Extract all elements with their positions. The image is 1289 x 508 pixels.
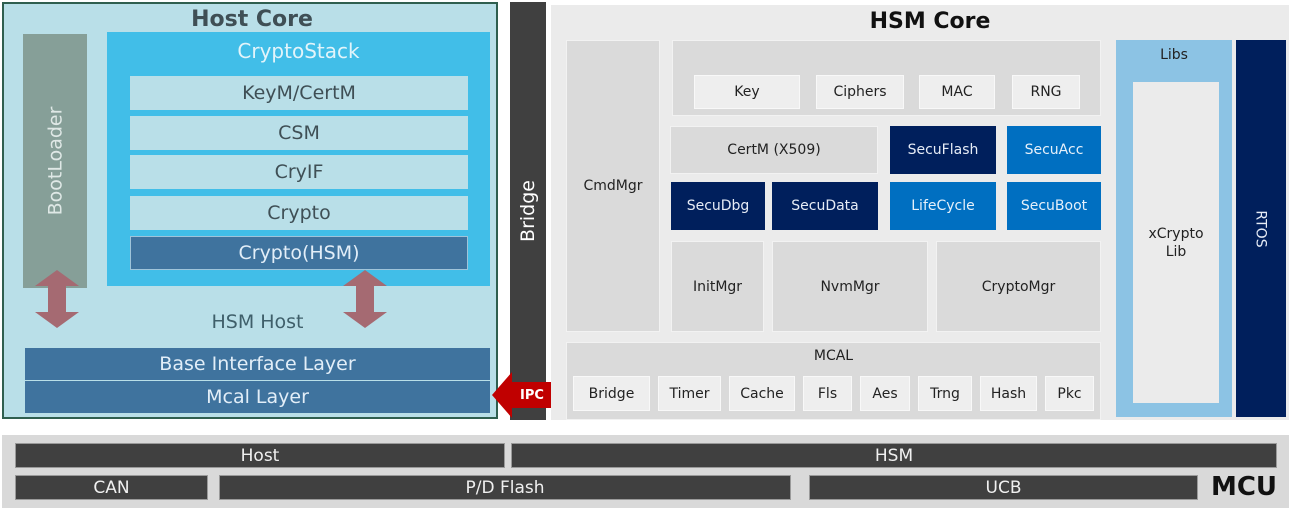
cmdmgr-block: CmdMgr (566, 40, 660, 332)
mcal-driver-timer: Timer (658, 376, 721, 411)
layer-crypto-hsm: Crypto(HSM) (130, 236, 468, 270)
mcal-driver-hash: Hash (980, 376, 1037, 411)
nvmmgr-block: NvmMgr (772, 241, 928, 332)
certm-block: CertM (X509) (670, 126, 878, 174)
mcu-ucb-bar: UCB (809, 475, 1198, 500)
secudata-block: SecuData (772, 182, 878, 230)
service-rng: RNG (1012, 75, 1080, 109)
rtos-block: RTOS (1236, 40, 1286, 417)
mcal-layer: Mcal Layer (25, 381, 490, 413)
lifecycle-block: LifeCycle (890, 182, 996, 230)
mcal-title: MCAL (813, 348, 854, 364)
xcrypto-lib-block: xCrypto Lib (1133, 82, 1219, 403)
secuacc-block: SecuAcc (1007, 126, 1101, 174)
base-interface-layer: Base Interface Layer (25, 348, 490, 380)
hsm-host-block: HSM Host (25, 302, 490, 342)
bootloader-label: BootLoader (44, 106, 67, 216)
initmgr-block: InitMgr (671, 241, 764, 332)
mcal-driver-pkc: Pkc (1045, 376, 1094, 411)
layer-keym-certm: KeyM/CertM (130, 76, 468, 110)
mcal-driver-bridge: Bridge (573, 376, 650, 411)
hsm-core-title: HSM Core (869, 8, 991, 34)
mcu-can-bar: CAN (15, 475, 208, 500)
mcu-pd-flash-bar: P/D Flash (219, 475, 791, 500)
secuflash-block: SecuFlash (890, 126, 996, 174)
bootloader-block: BootLoader (23, 34, 87, 288)
bridge-bar: Bridge (510, 2, 546, 420)
host-core-title: Host Core (191, 6, 313, 32)
ipc-label: IPC (520, 387, 544, 403)
layer-csm: CSM (130, 116, 468, 150)
bootloader-double-arrow-icon (35, 270, 79, 328)
cryptostack-title: CryptoStack (237, 39, 360, 63)
secuboot-block: SecuBoot (1007, 182, 1101, 230)
libs-title: Libs (1160, 47, 1188, 63)
layer-cryif: CryIF (130, 155, 468, 189)
mcal-driver-cache: Cache (729, 376, 795, 411)
bridge-label: Bridge (517, 180, 539, 242)
mcal-driver-aes: Aes (860, 376, 910, 411)
mcal-driver-trng: Trng (918, 376, 972, 411)
cryptostack-double-arrow-icon (343, 270, 387, 328)
cryptomgr-block: CryptoMgr (936, 241, 1101, 332)
secudbg-block: SecuDbg (671, 182, 765, 230)
mcu-hsm-bar: HSM (511, 443, 1277, 468)
mcal-driver-fls: Fls (803, 376, 852, 411)
mcu-host-bar: Host (15, 443, 505, 468)
rtos-label: RTOS (1252, 209, 1269, 248)
service-key: Key (694, 75, 800, 109)
service-mac: MAC (919, 75, 995, 109)
service-ciphers: Ciphers (816, 75, 904, 109)
mcu-label: MCU (1210, 472, 1278, 502)
layer-crypto: Crypto (130, 196, 468, 230)
